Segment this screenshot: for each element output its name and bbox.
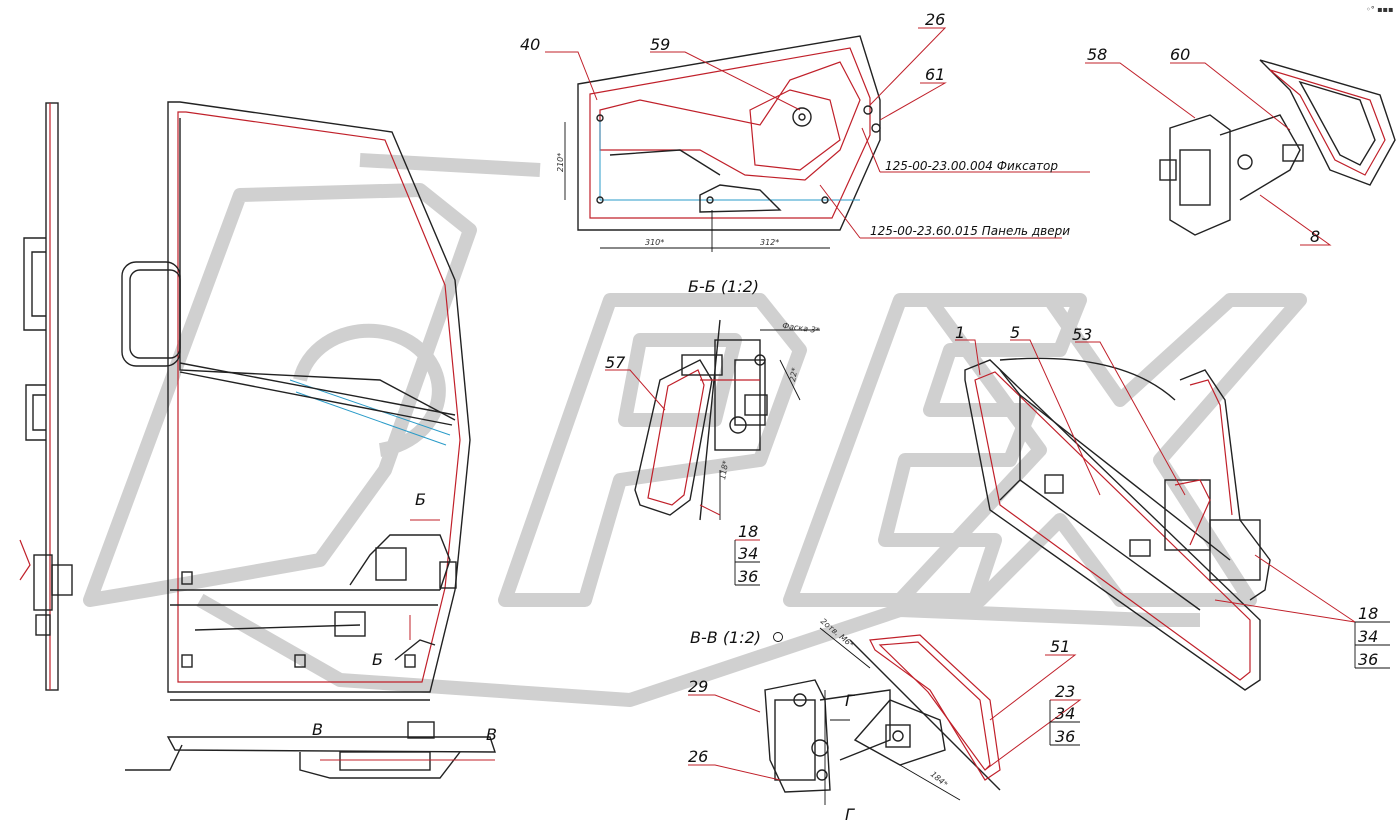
section-bb-view	[634, 319, 820, 521]
label-58: 58	[1087, 45, 1107, 64]
label-34-iso: 34	[1358, 627, 1378, 646]
section-mark-b-upper: Б	[415, 490, 426, 509]
label-36-iso: 36	[1358, 650, 1378, 669]
watermark-logo	[83, 153, 1307, 707]
label-18-bb: 18	[738, 522, 758, 541]
label-60: 60	[1170, 45, 1190, 64]
dim-184: 184*	[929, 770, 950, 789]
label-26-top: 26	[925, 10, 945, 29]
label-26-vv: 26	[688, 747, 708, 766]
section-mark-g-lower: Г	[845, 805, 855, 824]
label-34-bb: 34	[738, 544, 758, 563]
label-59: 59	[650, 35, 670, 54]
door-isometric-view	[964, 357, 1356, 691]
label-40: 40	[520, 35, 540, 54]
callout-fixator: 125-00-23.00.004 Фиксатор	[885, 159, 1058, 173]
label-36-vv: 36	[1055, 727, 1075, 746]
door-panel-view	[564, 35, 881, 252]
dim-22: 22*	[788, 367, 799, 383]
part-number-labels: 40 59 26 61 58 60 8 1 5 53 57 18 34 36 1…	[312, 10, 1378, 824]
leader-lines	[545, 27, 1390, 781]
hinge-detail-view	[1159, 59, 1396, 236]
dim-310: 310*	[645, 238, 664, 247]
door-front-view	[121, 101, 471, 701]
label-18-iso: 18	[1358, 604, 1378, 623]
label-29: 29	[688, 677, 708, 696]
label-5: 5	[1010, 323, 1020, 342]
dim-210: 210*	[556, 153, 565, 172]
door-side-view	[19, 102, 73, 691]
label-23: 23	[1055, 682, 1075, 701]
corner-mark: ◦° ▪▪▪	[1366, 5, 1394, 14]
dim-312: 312*	[760, 238, 779, 247]
label-53: 53	[1072, 325, 1092, 344]
section-mark-v-left: В	[312, 720, 323, 739]
section-title-vv: В-В (1:2)	[690, 628, 761, 647]
label-8: 8	[1310, 227, 1320, 246]
callouts: 125-00-23.00.004 Фиксатор 125-00-23.60.0…	[688, 159, 1070, 647]
section-mark-g-upper: Г	[845, 691, 855, 710]
callout-panel: 125-00-23.60.015 Панель двери	[870, 224, 1070, 238]
label-36-bb: 36	[738, 567, 758, 586]
dim-118: 118*	[718, 460, 730, 481]
section-mark-b-lower: Б	[372, 650, 383, 669]
section-mark-v-right: В	[486, 725, 497, 744]
label-1: 1	[955, 323, 965, 342]
label-57: 57	[605, 353, 626, 372]
label-34-vv: 34	[1055, 704, 1075, 723]
label-61: 61	[925, 65, 945, 84]
section-vv-symbol-icon	[773, 632, 783, 642]
label-51: 51	[1050, 637, 1070, 656]
door-plan-view	[125, 721, 496, 779]
section-title-bb: Б-Б (1:2)	[688, 277, 759, 296]
section-vv-view	[764, 627, 1001, 805]
